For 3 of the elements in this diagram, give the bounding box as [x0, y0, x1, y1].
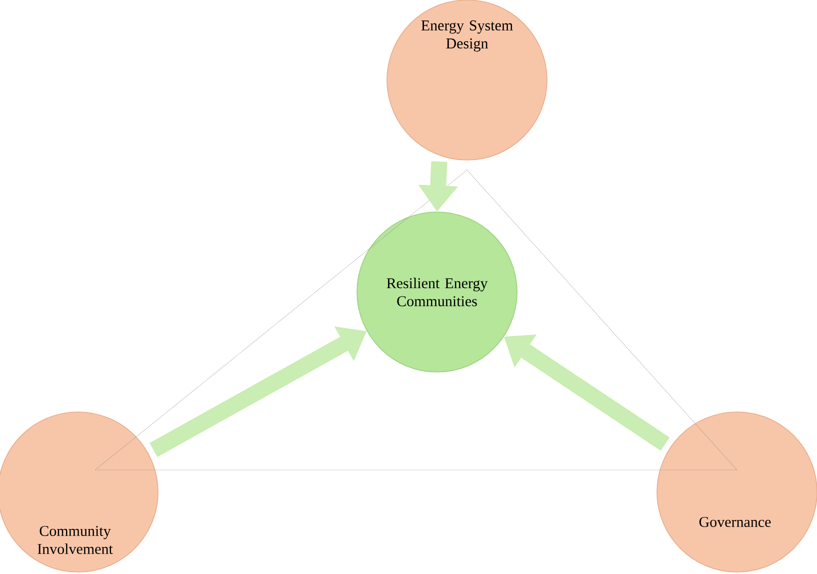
circle-node: Community Involvement [0, 412, 158, 572]
circle-node: Resilient Energy Communities [356, 212, 518, 372]
circle-node: Governance [656, 412, 817, 572]
